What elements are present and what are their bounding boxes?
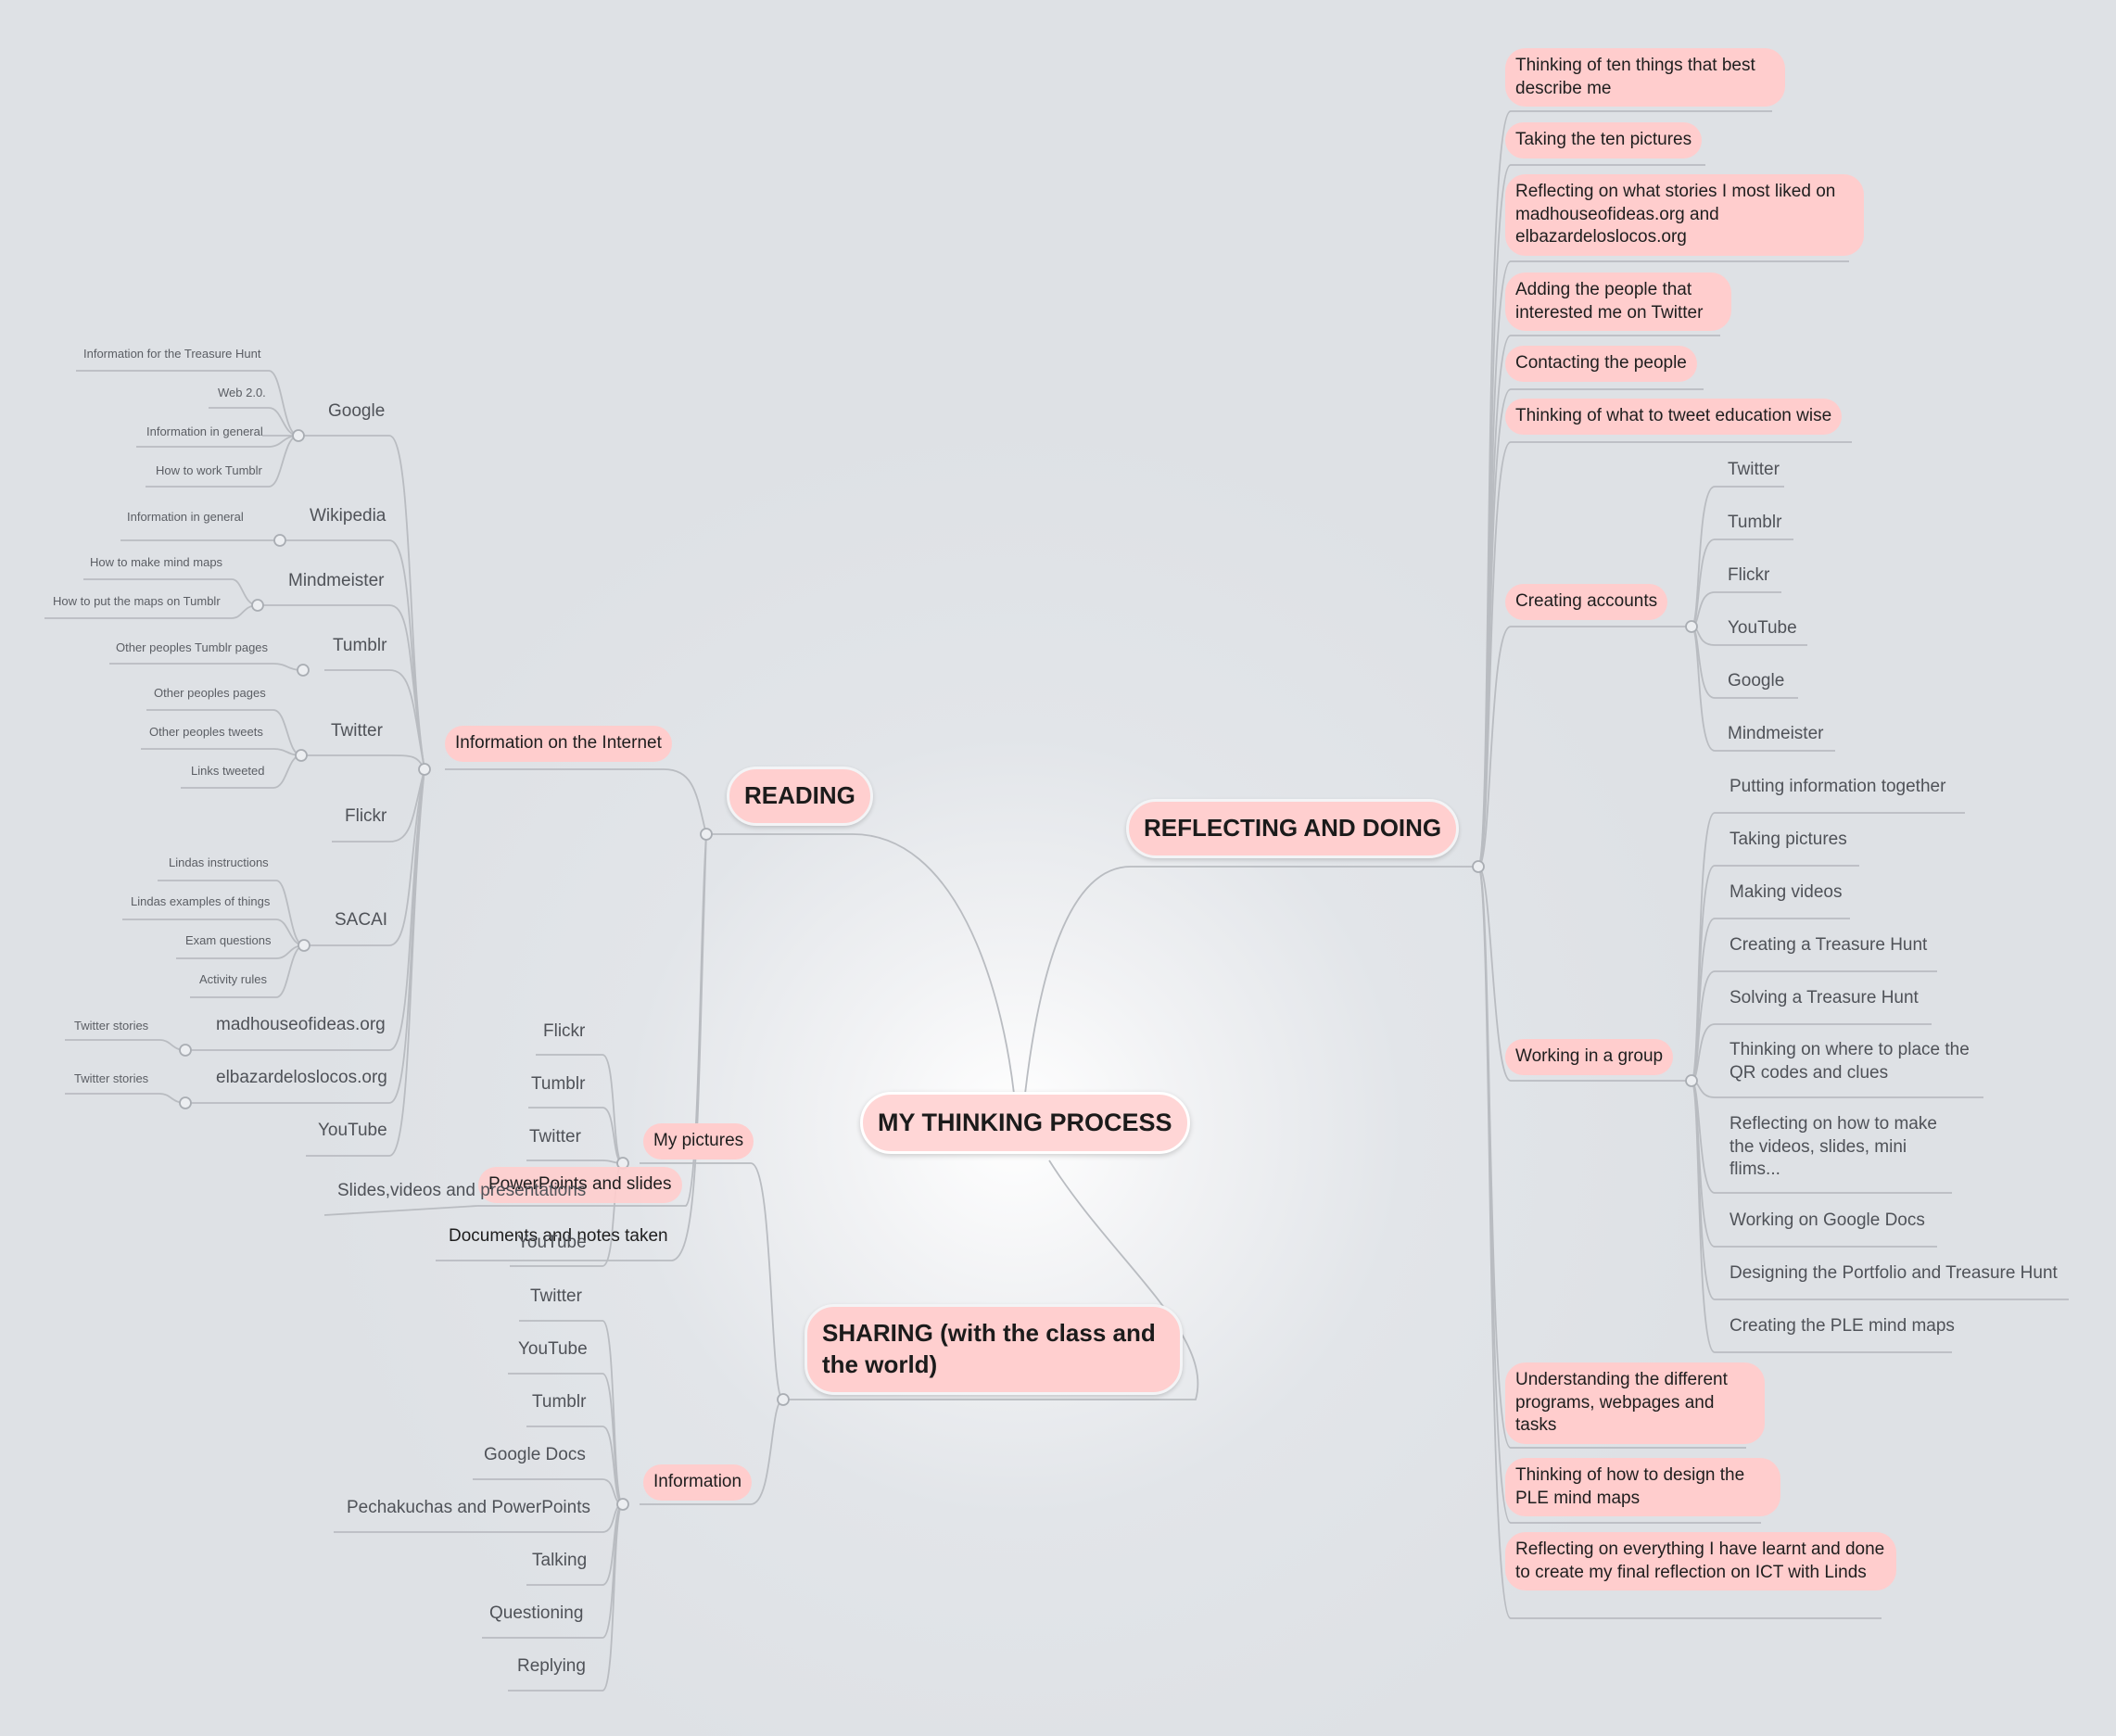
group-leaf[interactable]: Making videos [1730, 882, 1843, 902]
reflecting-item[interactable]: Adding the people that interested me on … [1505, 272, 1731, 332]
account-leaf[interactable]: YouTube [1728, 618, 1797, 638]
mindmeister-leaf[interactable]: How to make mind maps [90, 555, 223, 569]
group-leaf[interactable]: Putting information together [1730, 777, 1946, 796]
reflecting-item[interactable]: Thinking of how to design the PLE mind m… [1505, 1458, 1780, 1517]
information-leaf[interactable]: Talking [532, 1551, 588, 1570]
powerpoints-node[interactable]: PowerPoints and slides [478, 1167, 682, 1203]
group-leaf[interactable]: Working on Google Docs [1730, 1210, 1925, 1230]
information-node[interactable]: Information [643, 1464, 753, 1501]
madhouse-leaf[interactable]: Twitter stories [74, 1019, 149, 1033]
google-leaf[interactable]: Information in general [146, 424, 263, 438]
account-leaf[interactable]: Flickr [1728, 565, 1770, 585]
tumblr-node[interactable]: Tumblr [333, 636, 387, 655]
information-leaf[interactable]: YouTube [518, 1339, 588, 1359]
account-leaf[interactable]: Google [1728, 671, 1785, 691]
information-leaf[interactable]: Google Docs [484, 1445, 586, 1464]
elbazar-leaf[interactable]: Twitter stories [74, 1071, 149, 1085]
reflecting-item[interactable]: Thinking of what to tweet education wise [1505, 399, 1843, 435]
slides-videos-leaf[interactable]: Slides,videos and presentations [337, 1181, 587, 1200]
reflecting-item[interactable]: Understanding the different programs, we… [1505, 1362, 1765, 1445]
google-leaf[interactable]: Web 2.0. [218, 386, 266, 399]
pictures-leaf[interactable]: Tumblr [531, 1074, 586, 1094]
documents-node[interactable]: Documents and notes taken [449, 1226, 668, 1246]
reflecting-item[interactable]: Contacting the people [1505, 346, 1697, 382]
twitter-node[interactable]: Twitter [331, 721, 383, 741]
google-leaf[interactable]: How to work Tumblr [156, 463, 262, 477]
sacai-leaf[interactable]: Lindas examples of things [131, 894, 271, 908]
madhouse-node[interactable]: madhouseofideas.org [216, 1015, 386, 1034]
pictures-leaf[interactable]: YouTube [517, 1233, 587, 1252]
sacai-node[interactable]: SACAI [335, 910, 388, 930]
information-leaf[interactable]: Twitter [530, 1286, 582, 1306]
group-leaf[interactable]: Taking pictures [1730, 830, 1847, 849]
topic-reflecting-and-doing[interactable]: REFLECTING AND DOING [1126, 799, 1460, 858]
account-leaf[interactable]: Tumblr [1728, 513, 1782, 532]
google-leaf[interactable]: Information for the Treasure Hunt [83, 347, 261, 361]
topic-reading[interactable]: READING [727, 767, 873, 826]
topic-sharing[interactable]: SHARING (with the class and the world) [805, 1304, 1183, 1395]
information-leaf[interactable]: Tumblr [532, 1392, 587, 1412]
flickr-node[interactable]: Flickr [345, 806, 387, 826]
reflecting-item[interactable]: Taking the ten pictures [1505, 122, 1703, 158]
twitter-leaf[interactable]: Other peoples pages [154, 686, 266, 700]
information-leaf[interactable]: Questioning [489, 1603, 584, 1623]
group-leaf[interactable]: Creating a Treasure Hunt [1730, 935, 1928, 955]
youtube-node[interactable]: YouTube [318, 1121, 387, 1140]
information-leaf[interactable]: Replying [517, 1656, 586, 1676]
central-topic[interactable]: MY THINKING PROCESS [860, 1092, 1190, 1155]
reflecting-item[interactable]: Thinking of ten things that best describ… [1505, 48, 1785, 108]
group-leaf[interactable]: Creating the PLE mind maps [1730, 1316, 1955, 1336]
group-leaf[interactable]: Solving a Treasure Hunt [1730, 988, 1919, 1007]
pictures-leaf[interactable]: Flickr [543, 1021, 586, 1041]
pictures-leaf[interactable]: Twitter [529, 1127, 581, 1147]
mindmeister-leaf[interactable]: How to put the maps on Tumblr [53, 594, 221, 608]
sacai-leaf[interactable]: Exam questions [185, 933, 272, 947]
sacai-leaf[interactable]: Activity rules [199, 972, 267, 986]
sacai-leaf[interactable]: Lindas instructions [169, 855, 269, 869]
group-leaf[interactable]: Reflecting on how to make the videos, sl… [1730, 1114, 1937, 1180]
information-leaf[interactable]: Pechakuchas and PowerPoints [347, 1498, 590, 1517]
account-leaf[interactable]: Twitter [1728, 460, 1780, 479]
creating-accounts-node[interactable]: Creating accounts [1505, 584, 1668, 620]
twitter-leaf[interactable]: Other peoples tweets [149, 725, 263, 739]
elbazar-node[interactable]: elbazardeloslocos.org [216, 1068, 387, 1087]
tumblr-leaf[interactable]: Other peoples Tumblr pages [116, 640, 269, 654]
wikipedia-leaf[interactable]: Information in general [127, 510, 244, 524]
group-leaf[interactable]: Thinking on where to place the QR codes … [1730, 1040, 1970, 1083]
group-leaf[interactable]: Designing the Portfolio and Treasure Hun… [1730, 1263, 2058, 1283]
internet-node[interactable]: Information on the Internet [445, 726, 672, 762]
working-group-node[interactable]: Working in a group [1505, 1039, 1674, 1075]
mindmeister-node[interactable]: Mindmeister [288, 571, 385, 590]
google-node[interactable]: Google [328, 401, 386, 421]
account-leaf[interactable]: Mindmeister [1728, 724, 1824, 743]
wikipedia-node[interactable]: Wikipedia [310, 506, 386, 526]
reflecting-item[interactable]: Reflecting on what stories I most liked … [1505, 174, 1864, 257]
reflecting-item[interactable]: Reflecting on everything I have learnt a… [1505, 1532, 1896, 1591]
my-pictures-node[interactable]: My pictures [643, 1123, 754, 1159]
twitter-leaf[interactable]: Links tweeted [191, 764, 265, 778]
